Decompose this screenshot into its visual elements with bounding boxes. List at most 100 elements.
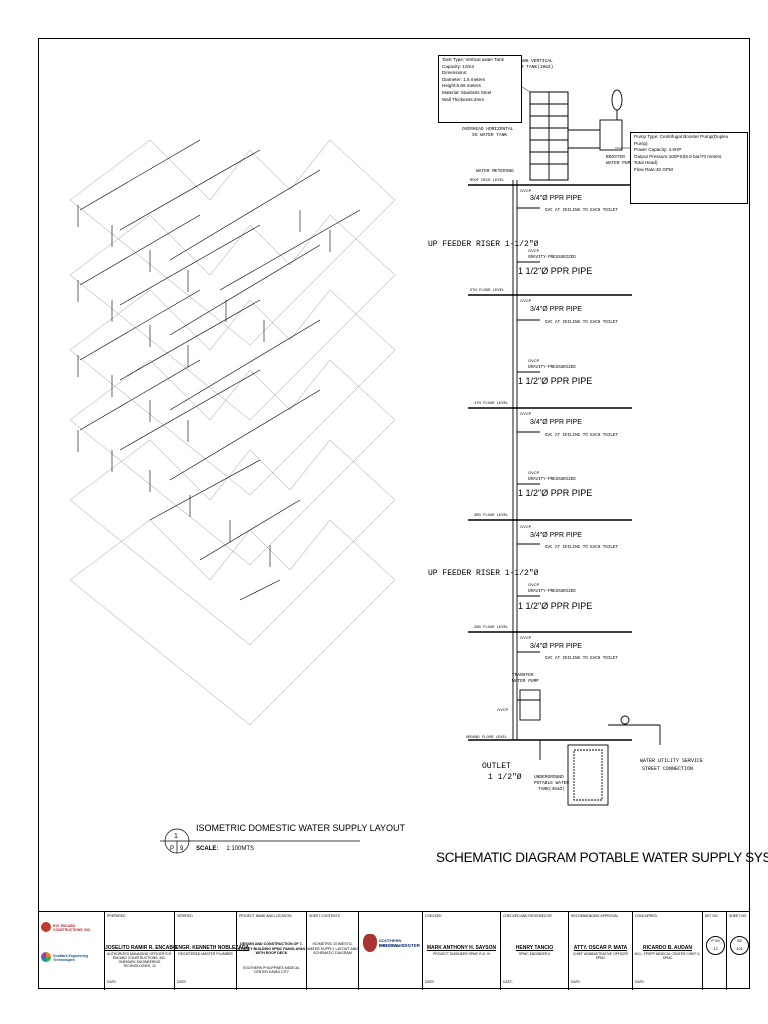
concurred-cell: CONCURRED RICARDO B. AUDAN M.D., FPSPP M…: [632, 912, 702, 990]
company2-name: OneMark Engineering Technologies: [53, 954, 89, 962]
pump-note-line: Flow Rate:40 GPM: [634, 166, 673, 172]
gvcp-label: GVCP: [528, 358, 540, 363]
recommending-label: RECOMMENDING APPROVAL: [571, 914, 619, 918]
gvcp-label: GVCP: [520, 411, 532, 416]
set-no-bubble: P 09 12: [706, 936, 725, 955]
pipe-34-label: 3/4"Ø PPR PIPE: [530, 419, 582, 426]
sheet-no-label: SHEET NO.: [729, 914, 748, 918]
set-no-bottom: 12: [713, 946, 718, 951]
ground-floor-label: GROUND FLOOR LEVEL: [466, 736, 508, 740]
tank-note-line: Dimensions:: [442, 70, 468, 76]
iso-scale-value: 1:100MTS: [226, 846, 255, 852]
concurred-label: CONCURRED: [635, 914, 658, 918]
recommending-name: ATTY. OSCAR P. MATA: [573, 945, 628, 951]
prepared-name: JOSELITO RAMIR R. ENCABO: [105, 945, 177, 951]
gravity-label: GRAVITY-PRESSURIZED: [528, 590, 576, 594]
ceiling-label: GVC AT CEILING TO EACH TOILET: [545, 657, 618, 661]
date-label: DATE:: [177, 980, 187, 984]
water-utility-label-2: STREET CONNECTION: [642, 766, 693, 772]
water-metering-label: WATER METERING: [476, 168, 514, 174]
sheet-no-top: 55: [737, 938, 742, 943]
schematic-lines: [468, 67, 661, 806]
pump-note-line: Pump Type: Centrifugal Booster Pump(Dupl…: [634, 134, 729, 139]
gvcp-label: GVCP: [528, 248, 540, 253]
iso-pipe-run: [79, 289, 201, 361]
sheet-no-cell: SHEET NO. 55 101: [726, 912, 750, 990]
iso-ref-bottom-right: 9: [180, 846, 184, 852]
verified-role: REGISTERED MASTER PLUMBER: [178, 952, 233, 956]
tank-note-line: Height:5.66 meters: [442, 83, 481, 89]
floor-3-label: 3RD FLOOR LEVEL: [474, 514, 509, 518]
gravity-label: GRAVITY-PRESSURIZED: [528, 256, 576, 260]
iso-ref-top: 1: [174, 833, 178, 840]
iso-pipe-run: [79, 214, 201, 286]
date-label: DATE:: [425, 980, 435, 984]
overhead-tank-label-2: SS WATER TANK: [472, 132, 507, 138]
pump-spec-note: Pump Type: Centrifugal Booster Pump(Dupl…: [630, 132, 748, 204]
tank-note-line: Tank Type: Vertical water Tank: [442, 57, 504, 62]
pipe-34-label: 3/4"Ø PPR PIPE: [530, 195, 582, 202]
roof-deck-label: ROOF DECK LEVEL: [470, 179, 505, 183]
reviewed-role: SPMC ENGINEER II: [518, 952, 551, 956]
gvcp-label: GVCP: [520, 298, 532, 303]
sheet-contents-text: ISOMETRIC DOMESTIC WATER SUPPLY LAYOUT A…: [307, 942, 358, 956]
pump-note-line: Power Capacity: 4.0HP: [634, 147, 682, 153]
transfer-pump-label-2: WATER PUMP: [512, 678, 539, 684]
reviewed-cell: CHECKED AND REVIEWED BY HENRY TANCIO SPM…: [500, 912, 568, 990]
spmc-seal-icon: [363, 934, 377, 952]
iso-pipe-run: [119, 369, 261, 451]
tank-spec-note: Tank Type: Vertical water Tank Capacity:…: [438, 55, 522, 123]
ceiling-label: GVC AT CEILING TO EACH TOILET: [545, 209, 618, 213]
ceiling-label: GVC AT CEILING TO EACH TOILET: [545, 321, 618, 325]
tank-label-1: POTABLE TANK VERTICAL: [496, 58, 553, 64]
gravity-label: GRAVITY-PRESSURIZED: [528, 366, 576, 370]
outlet-size-label: 1 1/2"Ø: [488, 773, 522, 782]
ceiling-label: GVC AT CEILING TO EACH TOILET: [545, 546, 618, 550]
date-label: DATE:: [503, 980, 513, 984]
date-label: DATE:: [571, 980, 581, 984]
company-logo-icon: [41, 952, 51, 962]
iso-pipes: [77, 139, 361, 601]
project-cell: PROJECT NAME AND LOCATION DESIGN AND CON…: [236, 912, 306, 990]
set-no-label: SET NO.: [705, 914, 719, 918]
gvcp-label: GVCP: [520, 635, 532, 640]
floor-5-label: 5TH FLOOR LEVEL: [470, 289, 505, 293]
iso-ref-bottom-left: P: [170, 846, 174, 852]
project-text: DESIGN AND CONSTRUCTION OF 7-STOREY BUIL…: [237, 942, 306, 956]
checked-name: MARK ANTHONY H. SAYSON: [426, 945, 497, 951]
set-no-top-2: 09: [715, 938, 720, 943]
iso-pipe-run: [169, 319, 321, 411]
checked-label: CHECKED: [425, 914, 442, 918]
reviewed-name: HENRY TANCIO: [515, 945, 554, 951]
iso-pipe-run: [219, 209, 361, 291]
checked-cell: CHECKED MARK ANTHONY H. SAYSON PROJECT E…: [422, 912, 500, 990]
pipe-112-label: 1 1/2"Ø PPR PIPE: [518, 601, 592, 611]
iso-pipe-run: [199, 499, 301, 561]
sheet-contents-cell: SHEET CONTENTS ISOMETRIC DOMESTIC WATER …: [306, 912, 358, 990]
pipe-112-label: 1 1/2"Ø PPR PIPE: [518, 376, 592, 386]
date-label: DATE:: [635, 980, 645, 984]
recommending-role: CHIEF ADMINISTRATIVE OFFICER SPMC: [573, 952, 628, 960]
underground-tank-label-3: TANK(45m3): [538, 786, 565, 792]
iso-floor-outline: [69, 214, 396, 421]
prepared-role: AUTHORIZED MANAGING OFFICER R.R. ENCABO …: [107, 952, 172, 968]
verified-label: VERIFIED: [177, 914, 193, 918]
iso-pipe-run: [79, 139, 201, 211]
pipe-34-label: 3/4"Ø PPR PIPE: [530, 306, 582, 313]
iso-pipe-run: [239, 579, 281, 601]
concurred-name: RICARDO B. AUDAN: [643, 945, 692, 951]
reviewed-label: CHECKED AND REVIEWED BY: [503, 914, 552, 918]
iso-scale-label: SCALE:: [196, 846, 219, 852]
gvcp-label: GVCP: [528, 582, 540, 587]
recommending-cell: RECOMMENDING APPROVAL ATTY. OSCAR P. MAT…: [568, 912, 632, 990]
schematic-labels: POTABLE TANK VERTICAL SS WATER TANK(10m3…: [428, 58, 703, 792]
set-no-cell: SET NO. P 09 12: [702, 912, 726, 990]
gvcp-label: GVCP: [497, 707, 509, 712]
iso-pipe-run: [79, 359, 201, 431]
iso-pipe-run: [169, 244, 321, 336]
prepared-cell: PREPARED JOSELITO RAMIR R. ENCABO AUTHOR…: [104, 912, 177, 990]
iso-floor-outlines: [69, 139, 396, 726]
iso-pipe-run: [149, 459, 261, 521]
verified-name: ENGR. KENNETH NOBLEZADA: [175, 945, 250, 951]
floor-4-label: 4TH FLOOR LEVEL: [474, 402, 509, 406]
